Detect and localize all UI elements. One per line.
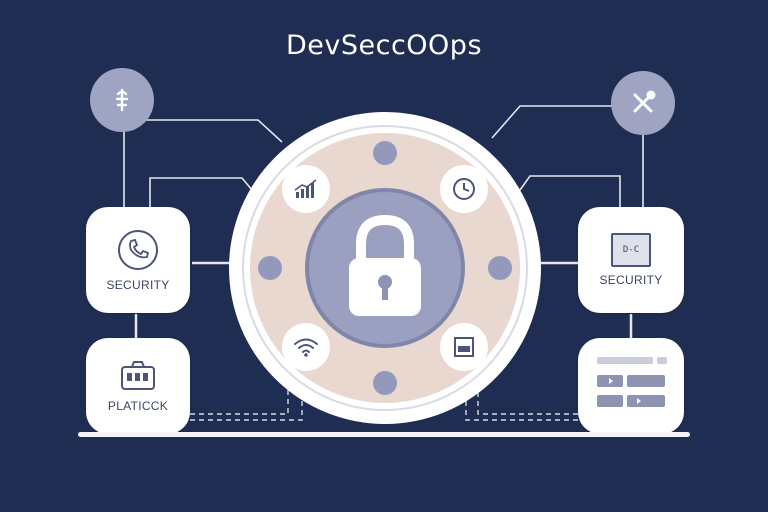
- hub-chart-node[interactable]: [282, 165, 330, 213]
- table-icon: [597, 357, 667, 407]
- hub-document-node[interactable]: [440, 323, 488, 371]
- hub-middle-ring: [250, 133, 520, 403]
- security-card-left[interactable]: SECURITY: [86, 207, 190, 313]
- hub-node-right: [488, 256, 512, 280]
- security-hub: [229, 112, 541, 424]
- phone-icon: [118, 230, 158, 270]
- chart-icon: [294, 179, 317, 198]
- platform-card-left[interactable]: PLATICCK: [86, 338, 190, 434]
- server-badge: D-C: [622, 245, 640, 255]
- wrench-cross-icon: [633, 90, 656, 113]
- card-label-security-right: SECURITY: [599, 273, 663, 287]
- table-card-right[interactable]: [578, 338, 684, 434]
- panel-icon: [121, 361, 155, 390]
- diagram-title: DevSeccOOps: [285, 30, 483, 61]
- security-card-right[interactable]: D-C SECURITY: [578, 207, 684, 313]
- wifi-icon: [294, 338, 318, 357]
- hub-node-top: [373, 141, 397, 165]
- base-line: [78, 432, 690, 437]
- tool-icon: [115, 88, 129, 112]
- hub-node-left: [258, 256, 282, 280]
- wrench-circle[interactable]: [611, 71, 675, 135]
- hub-core[interactable]: [305, 188, 465, 348]
- card-label-platform: PLATICCK: [107, 399, 169, 413]
- card-label-security-left: SECURITY: [106, 278, 170, 292]
- document-icon: [454, 337, 474, 357]
- clock-icon: [453, 178, 475, 200]
- hub-node-bottom: [373, 371, 397, 395]
- server-icon: D-C: [611, 233, 651, 267]
- padlock-icon: [349, 214, 421, 316]
- tool-circle[interactable]: [90, 68, 154, 132]
- hub-wifi-node[interactable]: [282, 323, 330, 371]
- hub-clock-node[interactable]: [440, 165, 488, 213]
